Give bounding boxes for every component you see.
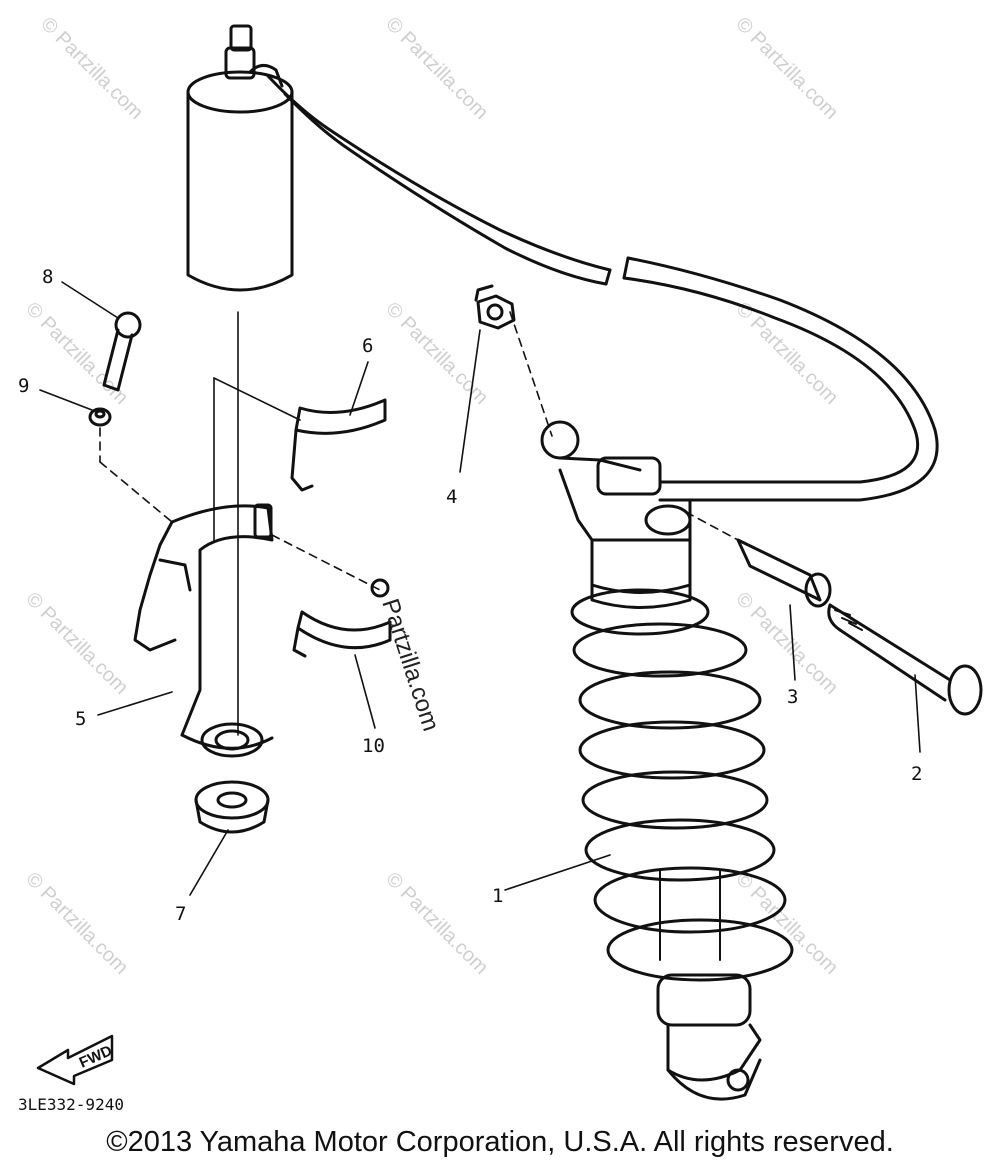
- watermark-grid: © Partzilla.com © Partzilla.com © Partzi…: [21, 13, 842, 979]
- watermark: © Partzilla.com: [21, 868, 132, 979]
- grommet: [194, 780, 270, 834]
- callout-2: 2: [911, 763, 922, 785]
- callout-9: 9: [18, 375, 29, 397]
- watermark: © Partzilla.com: [381, 868, 492, 979]
- mounting-bolt: [827, 603, 983, 716]
- assembly-lines: [99, 311, 739, 736]
- copyright-notice: ©2013 Yamaha Motor Corporation, U.S.A. A…: [106, 1126, 894, 1158]
- callout-3: 3: [787, 686, 798, 708]
- callout-8: 8: [42, 266, 53, 288]
- clamp-band-upper: [290, 398, 387, 492]
- watermark: © Partzilla.com: [731, 13, 842, 124]
- callout-10: 10: [362, 735, 385, 757]
- callout-4: 4: [446, 486, 457, 508]
- nut: [474, 284, 516, 330]
- callout-7: 7: [175, 903, 186, 925]
- coil-spring: [570, 588, 794, 982]
- callout-1: 1: [492, 885, 503, 907]
- drawing-code: 3LE332-9240: [18, 1095, 124, 1114]
- watermark: © Partzilla.com: [21, 298, 132, 409]
- watermark: © Partzilla.com: [731, 588, 842, 699]
- watermark: © Partzilla.com: [21, 588, 132, 699]
- callout-6: 6: [362, 335, 373, 357]
- watermark: © Partzilla.com: [731, 298, 842, 409]
- shock-absorber: [540, 420, 692, 609]
- callout-5: 5: [75, 708, 86, 730]
- collar: [736, 538, 832, 608]
- watermark: © Partzilla.com: [36, 13, 147, 124]
- watermark: © Partzilla.com: [381, 13, 492, 124]
- lower-mount: [656, 973, 762, 1101]
- clamp-band-lower: [292, 578, 392, 658]
- reservoir-tank: [186, 24, 294, 292]
- reservoir-hose: [266, 74, 939, 502]
- reservoir-bracket: [133, 503, 274, 758]
- watermark: © Partzilla.com: [381, 298, 492, 409]
- callout-labels: 8 9 6 4 5 10 7 1 3 2: [18, 266, 922, 925]
- forward-arrow-icon: FWD: [36, 1034, 115, 1086]
- center-watermark: Partzilla.com: [376, 596, 444, 735]
- small-bolt: [102, 311, 142, 392]
- leader-lines: [39, 281, 921, 896]
- washer: [88, 407, 112, 427]
